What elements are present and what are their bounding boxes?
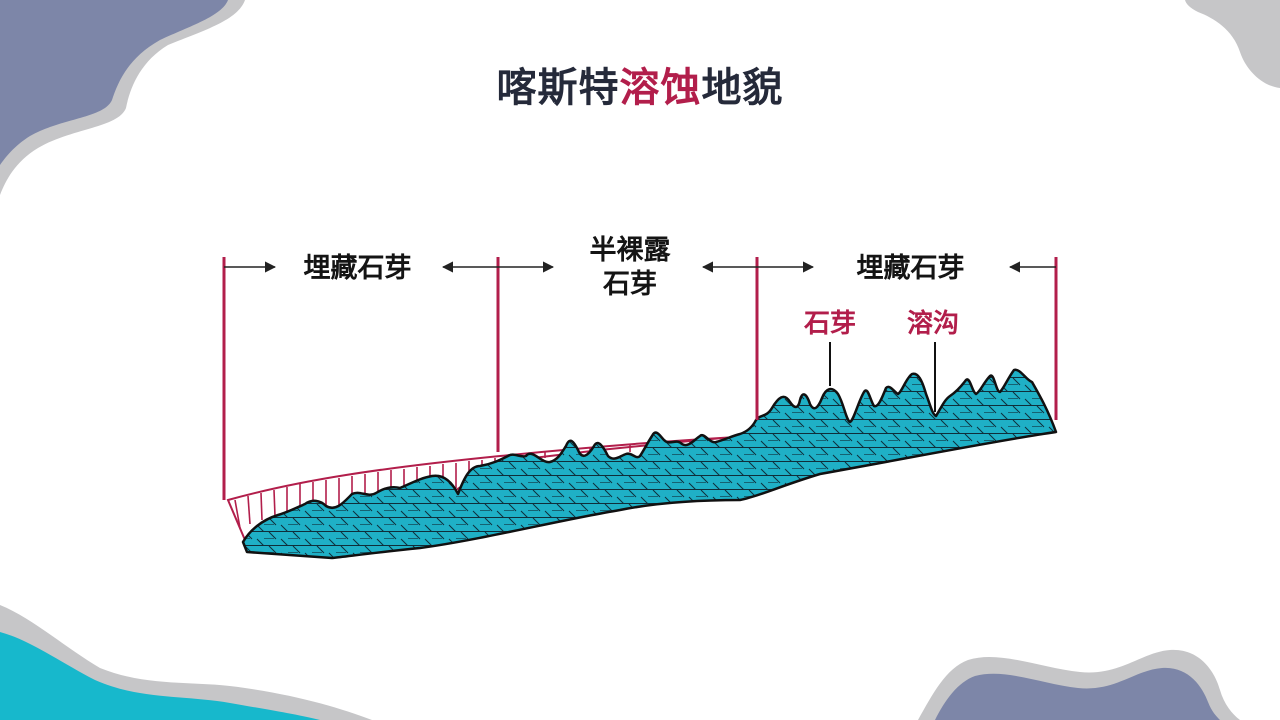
zone1-label: 埋藏石芽: [303, 253, 412, 284]
limestone-bedrock: [241, 368, 1058, 560]
deco-blob-bottom-left-cyan: [0, 632, 320, 720]
solution-groove-annotation: 溶沟: [906, 309, 959, 339]
zone2-label-line1: 半裸露: [589, 235, 671, 266]
karren-annotation: 石芽: [803, 309, 856, 339]
title-part-2: 地貌: [701, 65, 784, 111]
deco-blob-top-left-slate: [0, 0, 228, 165]
deco-blob-top-right-gray: [1185, 0, 1280, 88]
zone2-label: 半裸露 石芽: [565, 234, 695, 302]
zone3-label: 埋藏石芽: [856, 253, 965, 284]
title-highlight: 溶蚀: [619, 65, 702, 111]
page-title: 喀斯特溶蚀地貌: [0, 55, 1280, 113]
zone-boundaries: [222, 257, 1058, 500]
title-part-1: 喀斯特: [496, 65, 620, 111]
zone2-label-line2: 石芽: [603, 269, 657, 300]
annotation-leaders: [829, 342, 936, 412]
deco-blob-bottom-right-slate: [935, 667, 1220, 720]
